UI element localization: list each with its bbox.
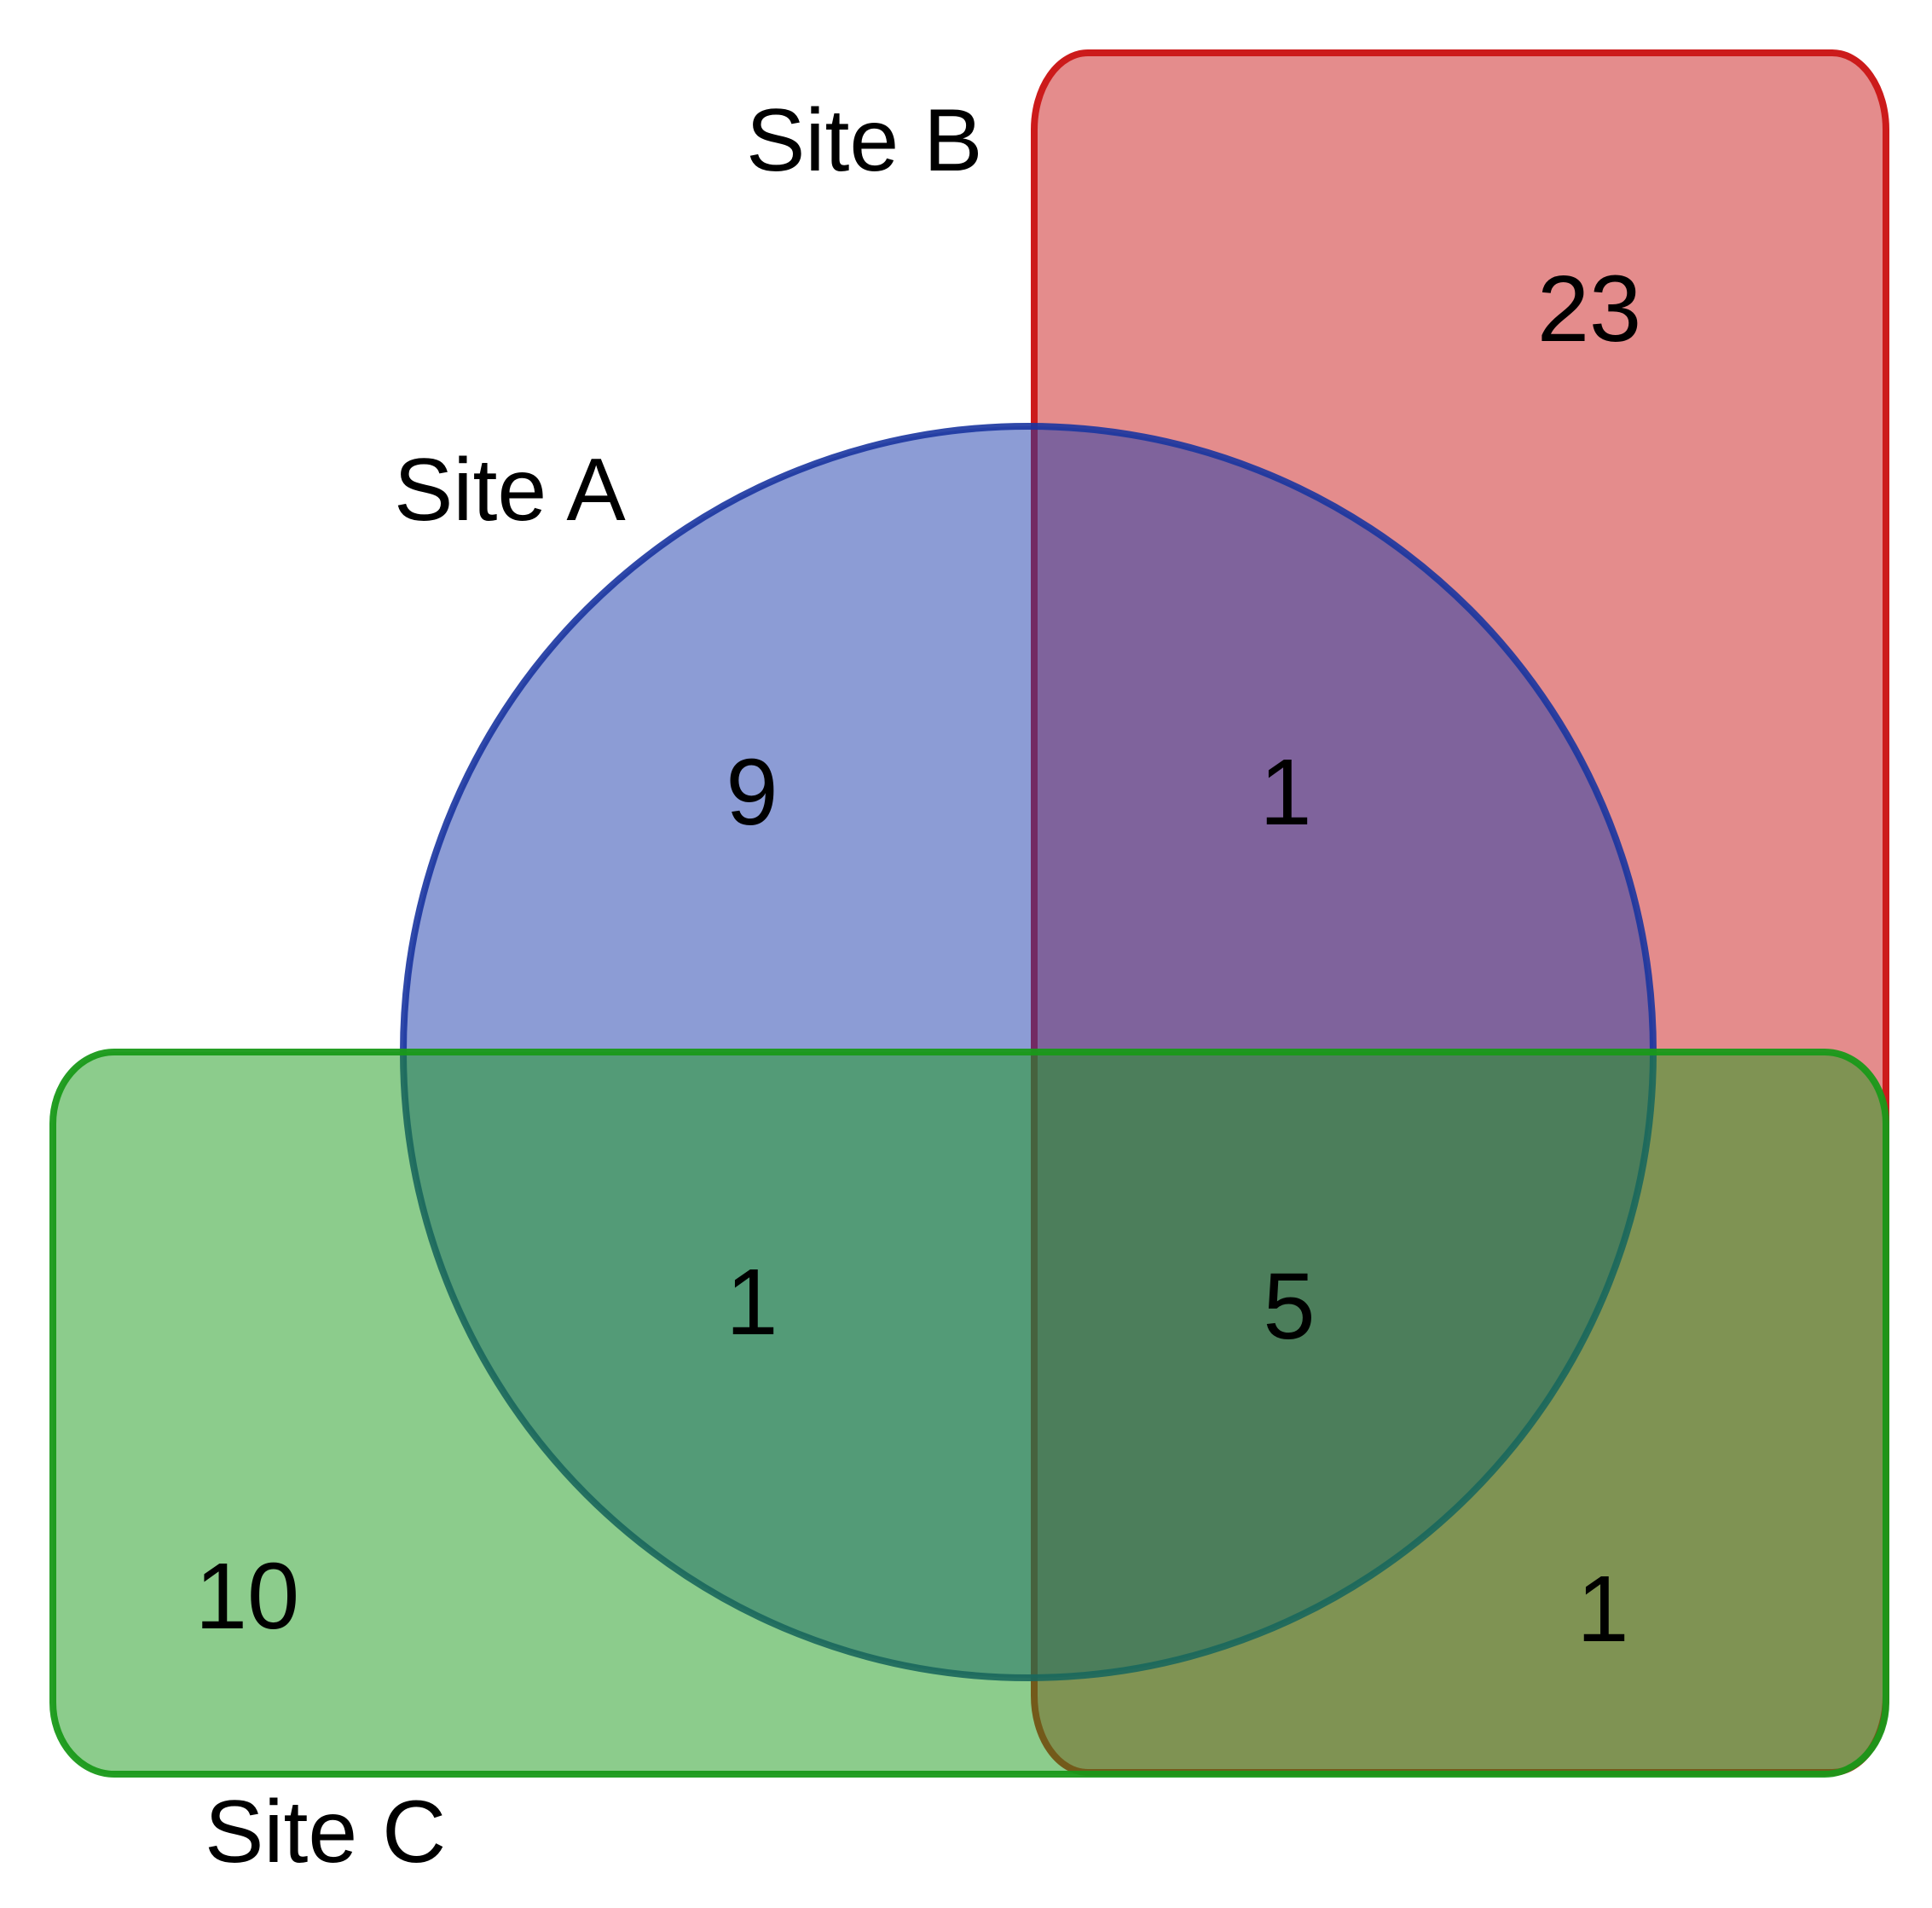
site-b-label: Site B [746, 91, 982, 190]
site-c-shape [49, 1049, 1889, 1778]
region-a-c-count: 1 [726, 1250, 778, 1355]
region-a-b-count: 1 [1259, 740, 1311, 845]
region-a-b-c-count: 5 [1263, 1254, 1315, 1359]
region-a-only-count: 9 [726, 740, 778, 845]
site-c-label: Site C [205, 1783, 446, 1882]
region-c-only-count: 10 [195, 1544, 299, 1649]
region-b-only-count: 23 [1537, 257, 1641, 361]
region-b-c-count: 1 [1576, 1557, 1628, 1662]
site-a-label: Site A [394, 441, 626, 540]
